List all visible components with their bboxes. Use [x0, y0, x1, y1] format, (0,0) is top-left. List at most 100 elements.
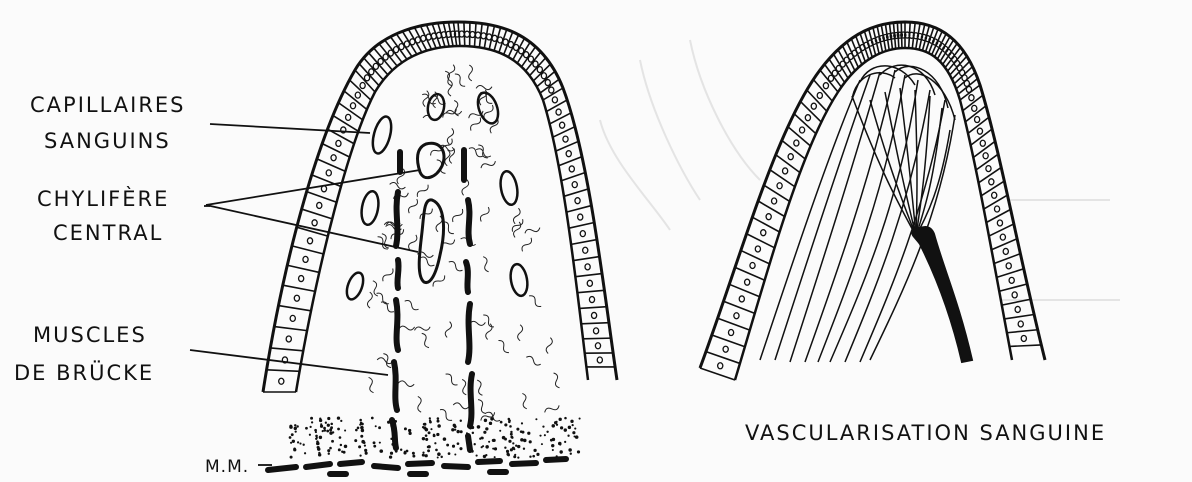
base-stipple — [289, 416, 581, 458]
stipple-dot — [488, 441, 490, 443]
stipple-dot — [344, 445, 347, 448]
stipple-dot — [330, 423, 333, 426]
stipple-dot — [430, 428, 432, 430]
stipple-dot — [343, 451, 346, 454]
cell-nucleus — [739, 296, 744, 302]
stipple-dot — [412, 452, 415, 455]
stipple-dot — [337, 428, 340, 431]
stroma-fibre — [366, 377, 376, 394]
stroma-fibre — [467, 65, 474, 82]
stipple-dot — [454, 429, 456, 431]
stipple-dot — [453, 424, 456, 427]
stipple-dot — [446, 444, 449, 447]
cell-nucleus — [750, 262, 755, 268]
stipple-dot — [504, 447, 506, 449]
cell-nucleus — [1021, 335, 1026, 341]
stipple-dot — [330, 426, 333, 429]
stipple-dot — [564, 428, 567, 431]
stipple-dot — [364, 445, 366, 447]
label-capillaires-line1: CAPILLAIRES — [30, 93, 186, 117]
stipple-dot — [425, 428, 429, 432]
cell-nucleus — [593, 328, 598, 334]
stipple-dot — [289, 425, 293, 429]
label-vascularisation: VASCULARISATION SANGUINE — [745, 421, 1106, 445]
cell-nucleus — [360, 83, 365, 89]
cell-wall — [571, 240, 597, 245]
stipple-dot — [425, 434, 428, 437]
stroma-fibre — [398, 381, 414, 387]
stipple-dot — [574, 435, 576, 437]
stipple-dot — [319, 419, 322, 422]
stipple-dot — [408, 429, 411, 432]
cell-nucleus — [595, 343, 600, 349]
stipple-dot — [568, 448, 571, 451]
stipple-dot — [422, 454, 425, 457]
stipple-dot — [437, 457, 439, 459]
cell-nucleus — [317, 202, 322, 208]
stipple-dot — [394, 420, 397, 423]
stroma-fibre — [527, 294, 542, 308]
stipple-dot — [327, 449, 330, 452]
stipple-dot — [437, 424, 440, 427]
stipple-dot — [452, 445, 455, 448]
stroma-fibre — [479, 206, 491, 223]
stipple-dot — [485, 445, 488, 448]
cell-nucleus — [766, 214, 771, 220]
stipple-dot — [360, 435, 363, 438]
stipple-dot — [291, 433, 294, 436]
cell-wall — [577, 290, 604, 292]
cell-nucleus — [969, 95, 974, 101]
cell-nucleus — [279, 378, 284, 384]
stipple-dot — [513, 448, 515, 450]
stroma-fibre — [453, 72, 467, 87]
cell-nucleus — [986, 166, 991, 172]
cell-nucleus — [290, 315, 295, 321]
cell-nucleus — [977, 128, 982, 134]
stipple-dot — [575, 435, 579, 439]
stroma-fibre — [513, 221, 522, 238]
stroma-fibre — [520, 236, 533, 252]
stipple-dot — [577, 450, 580, 453]
stipple-dot — [406, 450, 409, 453]
stipple-dot — [457, 442, 460, 445]
stipple-dot — [552, 449, 554, 451]
cell-wall — [559, 157, 582, 166]
stroma-fibre — [414, 324, 431, 332]
stipple-dot — [303, 444, 305, 446]
right-villus — [700, 22, 1045, 380]
stroma-fibre — [460, 379, 469, 396]
stipple-dot — [508, 421, 511, 424]
stipple-dot — [327, 424, 330, 427]
stipple-dot — [425, 455, 428, 458]
cell-nucleus — [788, 154, 793, 160]
stroma-fibre — [451, 208, 464, 224]
stipple-dot — [295, 430, 297, 432]
stipple-dot — [296, 425, 298, 427]
cell-wall — [292, 246, 324, 254]
cell-wall — [583, 338, 611, 339]
stipple-dot — [559, 450, 562, 453]
cell-nucleus — [811, 103, 816, 109]
stroma-fibre — [445, 109, 462, 116]
stipple-dot — [390, 452, 393, 455]
stipple-dot — [502, 436, 506, 440]
stipple-dot — [379, 442, 381, 444]
stipple-dot — [492, 439, 495, 442]
stroma-fibre — [445, 321, 452, 338]
stroma-fibre — [416, 183, 430, 198]
stipple-dot — [327, 417, 330, 420]
stipple-dot — [535, 418, 537, 420]
stipple-dot — [506, 450, 509, 453]
cell-wall — [279, 306, 312, 311]
stipple-dot — [340, 420, 342, 422]
stipple-dot — [355, 429, 358, 432]
cell-nucleus — [585, 264, 590, 270]
cell-nucleus — [783, 168, 788, 174]
stipple-dot — [459, 447, 462, 450]
stipple-dot — [354, 439, 357, 442]
cell-nucleus — [575, 198, 580, 204]
stipple-dot — [466, 432, 468, 434]
stipple-dot — [435, 449, 438, 452]
cell-nucleus — [560, 122, 565, 128]
